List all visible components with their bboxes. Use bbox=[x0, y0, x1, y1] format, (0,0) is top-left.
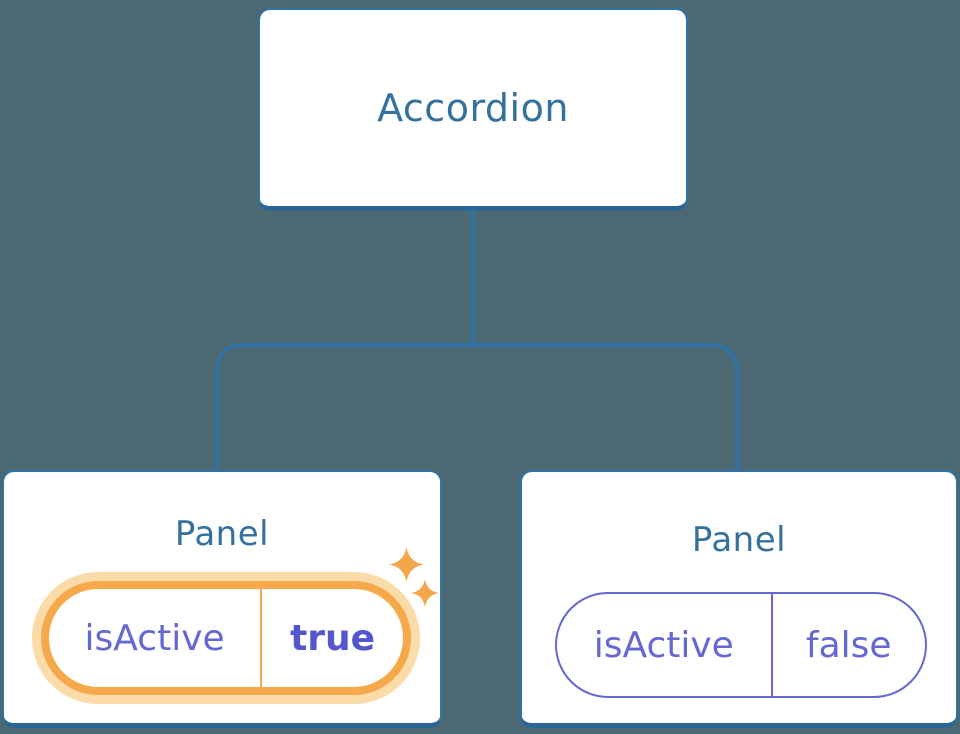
panel-node-label: Panel bbox=[691, 520, 787, 560]
state-name: isActive bbox=[49, 589, 263, 687]
state-value: false bbox=[805, 624, 892, 666]
tree-connector-stem bbox=[471, 210, 475, 345]
state-pill: isActive false bbox=[555, 592, 927, 698]
tree-connector-branch bbox=[215, 343, 739, 472]
state-pill: isActive true bbox=[41, 581, 411, 695]
panel-node-active: Panel isActive true bbox=[2, 470, 442, 728]
state-name: isActive bbox=[557, 594, 773, 696]
accordion-node: Accordion bbox=[258, 8, 688, 211]
accordion-node-label: Accordion bbox=[377, 86, 569, 130]
panel-node-label: Panel bbox=[174, 514, 270, 554]
panel-node-inactive: Panel isActive false bbox=[520, 470, 958, 728]
state-value: true bbox=[290, 617, 376, 659]
sparkles-icon bbox=[389, 547, 439, 607]
state-pill-highlight: isActive true bbox=[32, 572, 420, 704]
